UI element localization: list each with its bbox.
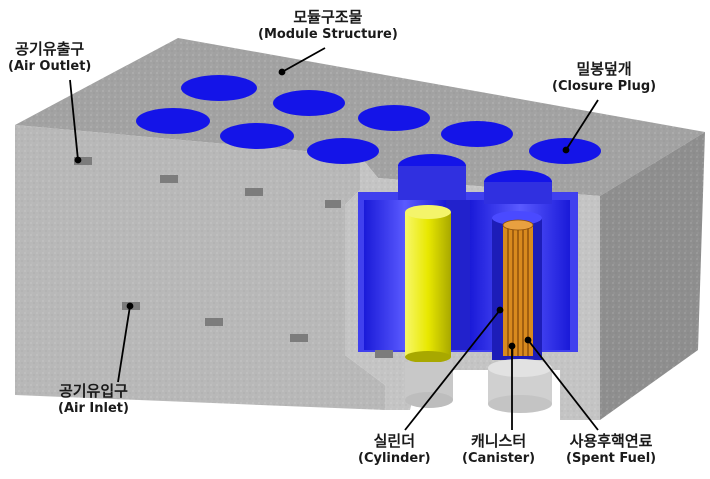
label-ko: 사용후핵연료 [569, 432, 653, 450]
label-spent-fuel: 사용후핵연료 (Spent Fuel) [566, 432, 656, 467]
label-ko: 캐니스터 [470, 432, 527, 450]
label-en: (Air Inlet) [58, 400, 129, 416]
label-en: (Cylinder) [358, 450, 431, 466]
closure-plug [181, 75, 257, 101]
air-outlet-vents [74, 157, 341, 208]
label-en: (Module Structure) [258, 26, 398, 42]
label-en: (Spent Fuel) [566, 450, 657, 466]
air-outlet-vent [245, 188, 263, 196]
closure-plug [136, 108, 210, 134]
label-ko: 모듈구조물 [293, 8, 363, 26]
label-ko: 공기유출구 [15, 40, 85, 58]
closure-plug [220, 123, 294, 149]
label-en: (Closure Plug) [552, 78, 657, 94]
label-ko: 실린더 [373, 432, 415, 450]
label-ko: 공기유입구 [58, 382, 128, 400]
air-outlet-vent [74, 157, 92, 165]
air-inlet-vent [205, 318, 223, 326]
closure-plug [273, 90, 345, 116]
air-outlet-vent [325, 200, 341, 208]
label-air-outlet: 공기유출구 (Air Outlet) [8, 40, 91, 75]
closure-plug [358, 105, 430, 131]
label-canister: 캐니스터 (Canister) [462, 432, 535, 467]
label-air-inlet: 공기유입구 (Air Inlet) [58, 382, 129, 417]
spent-fuel [502, 219, 534, 356]
canister [492, 211, 542, 360]
air-outlet-vent [160, 175, 178, 183]
closure-plug [441, 121, 513, 147]
label-en: (Canister) [462, 450, 536, 466]
pedestals [405, 359, 552, 413]
label-ko: 밀봉덮개 [576, 60, 632, 78]
closure-plug [307, 138, 379, 164]
cylinder [405, 205, 451, 363]
leader-lines [69, 47, 599, 431]
air-inlet-vent [375, 350, 393, 358]
label-cylinder: 실린더 (Cylinder) [358, 432, 431, 467]
air-inlet-vent [290, 334, 308, 342]
label-closure-plug: 밀봉덮개 (Closure Plug) [552, 60, 656, 95]
label-en: (Air Outlet) [8, 58, 92, 74]
label-module-structure: 모듈구조물 (Module Structure) [258, 8, 398, 43]
